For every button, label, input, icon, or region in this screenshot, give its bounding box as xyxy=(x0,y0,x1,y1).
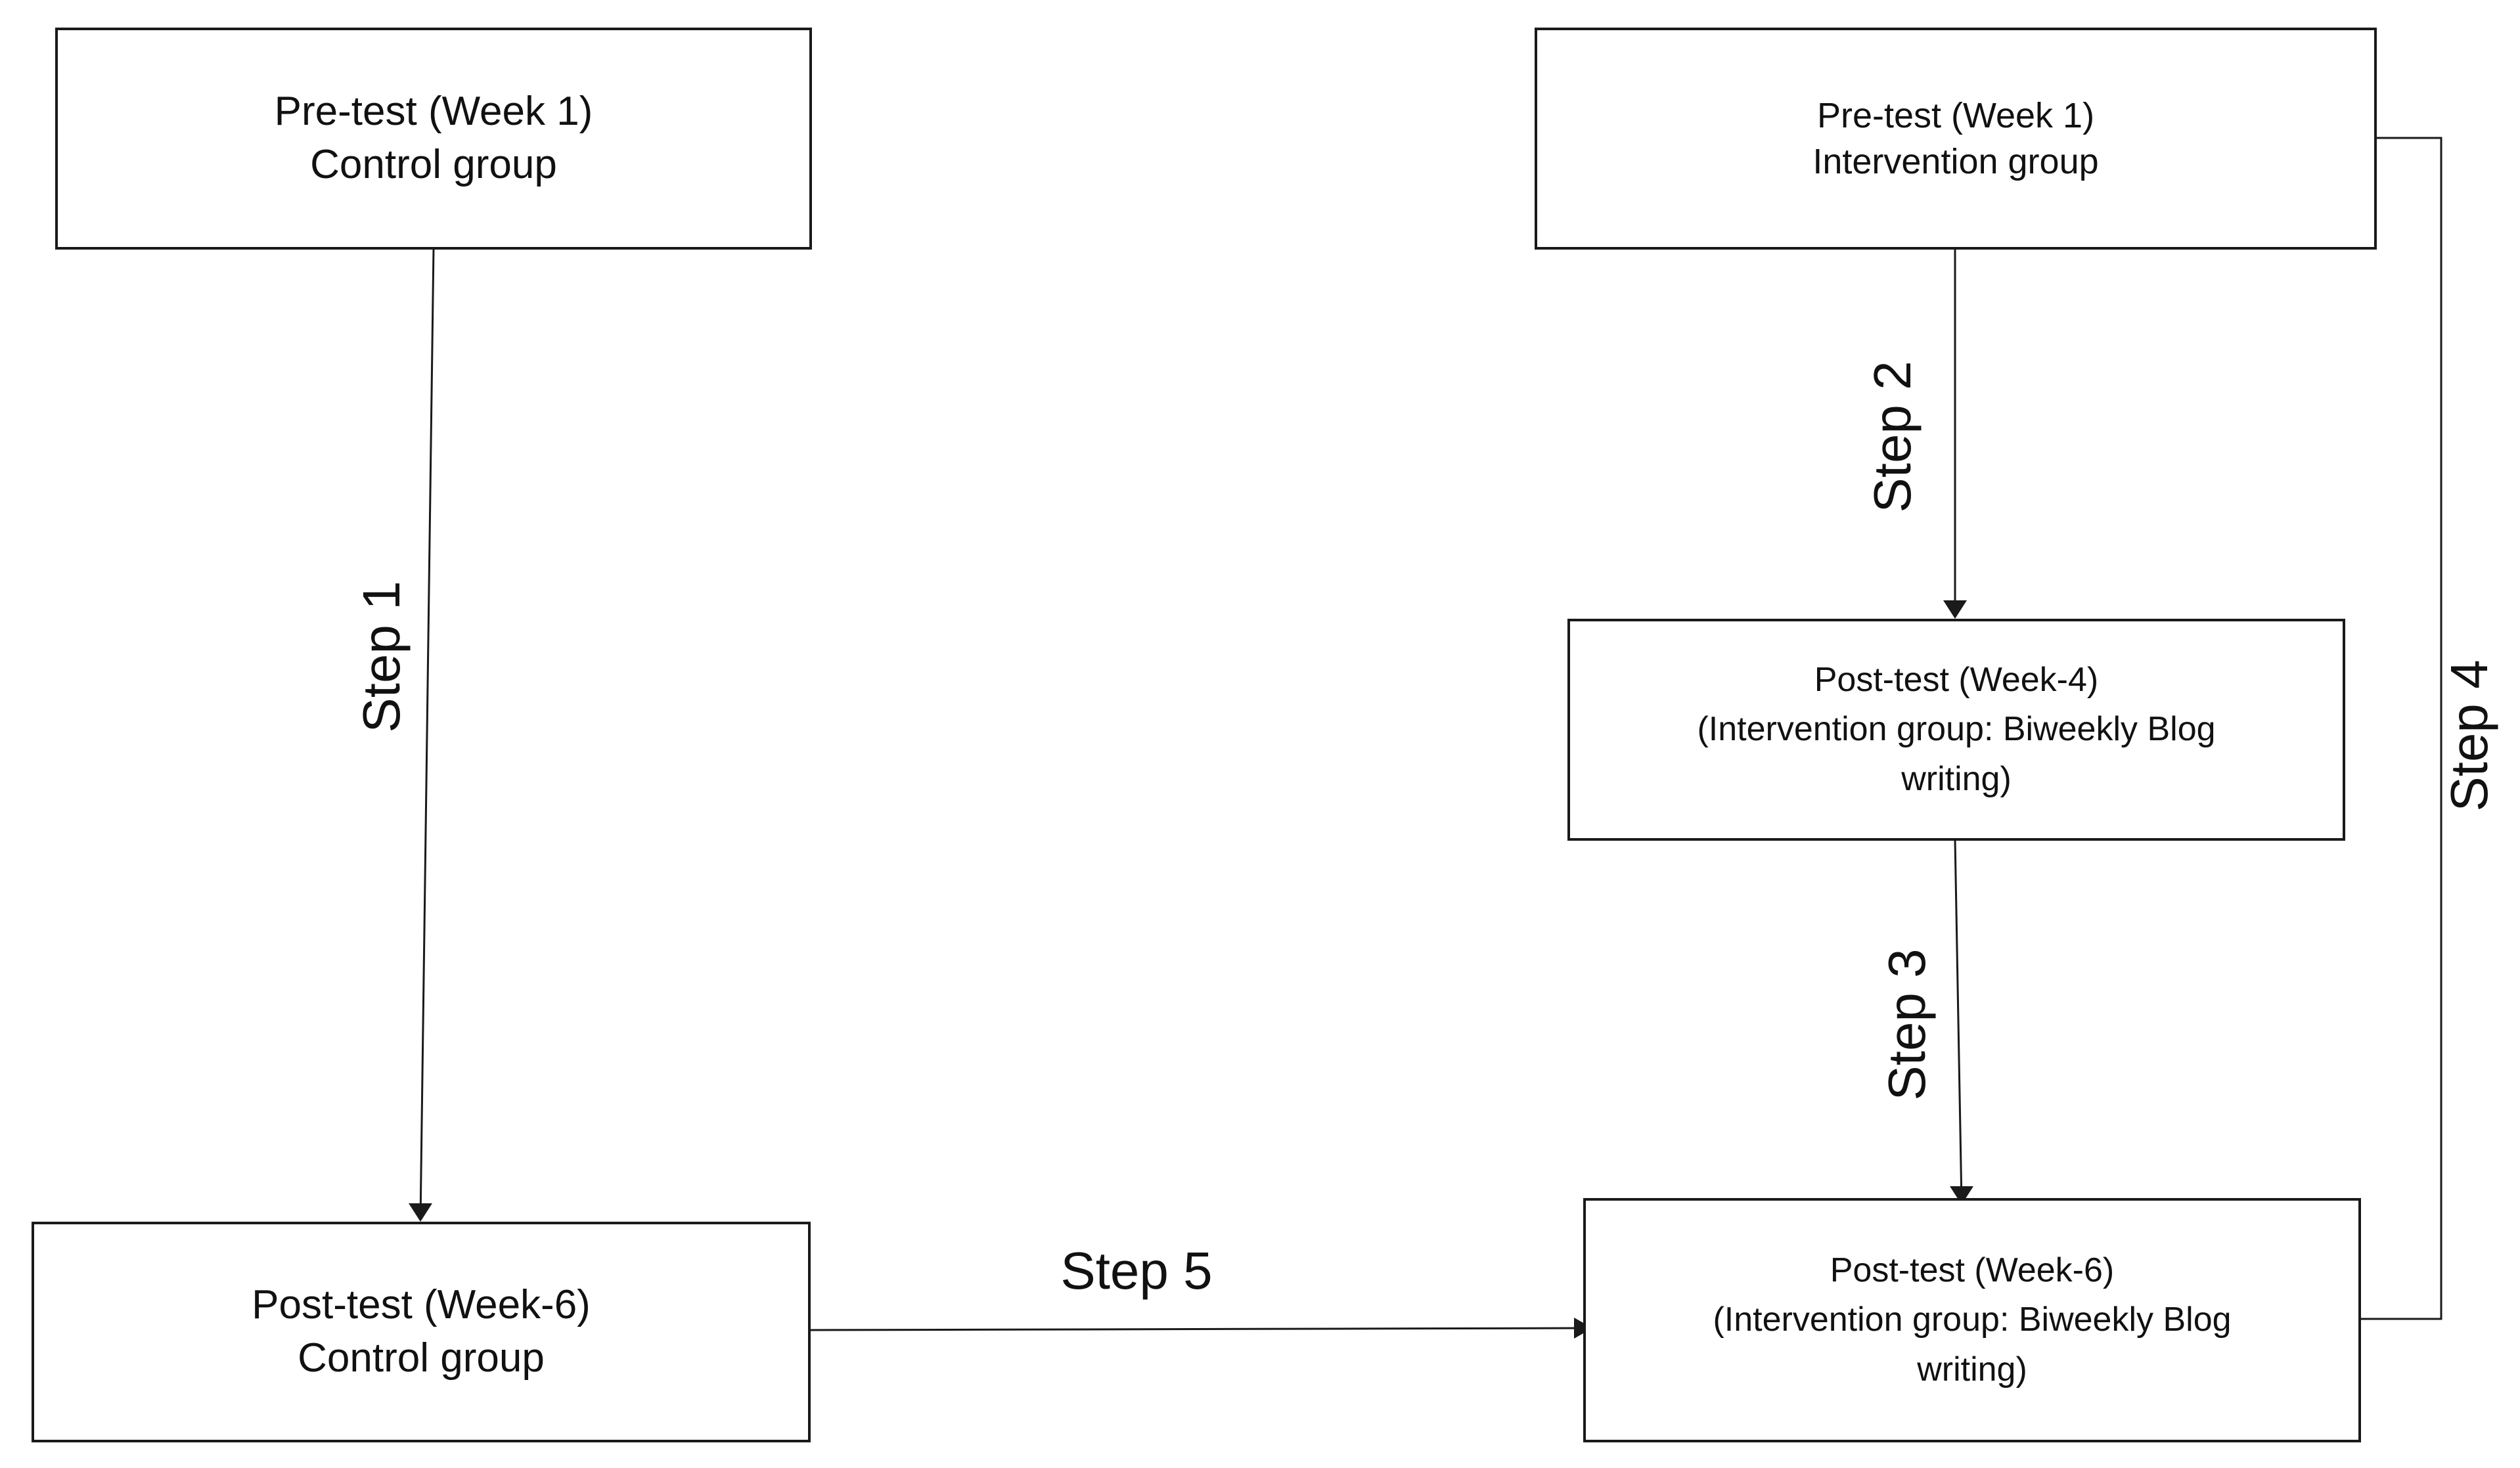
intervention-posttest-week4-activity: writing) xyxy=(1901,759,2012,798)
intervention-posttest-week6-activity: writing) xyxy=(1917,1350,2027,1389)
control-posttest-week6-group: Control group xyxy=(298,1335,545,1381)
arrowhead-step2 xyxy=(1943,600,1967,619)
step4-label: Step 4 xyxy=(2440,659,2498,811)
intervention-pretest-title: Pre-test (Week 1) xyxy=(1816,95,2095,135)
connector-step4 xyxy=(2360,137,2442,1320)
control-pretest-group: Control group xyxy=(310,142,557,187)
control-posttest-week6-box: Post-test (Week-6) Control group xyxy=(32,1222,811,1442)
intervention-posttest-week6-group: (Intervention group: Biweekly Blog xyxy=(1713,1301,2232,1339)
intervention-posttest-week4-group: (Intervention group: Biweekly Blog xyxy=(1697,710,2216,749)
step1-label: Step 1 xyxy=(352,581,411,732)
intervention-posttest-week6-box: Post-test (Week-6) (Intervention group: … xyxy=(1583,1198,2361,1442)
control-posttest-week6-title: Post-test (Week-6) xyxy=(252,1282,591,1328)
arrow-step1 xyxy=(419,248,435,1221)
intervention-posttest-week6-title: Post-test (Week-6) xyxy=(1830,1251,2115,1289)
control-pretest-box: Pre-test (Week 1) Control group xyxy=(55,28,812,250)
intervention-pretest-box: Pre-test (Week 1) Intervention group xyxy=(1535,28,2377,250)
intervention-posttest-week4-title: Post-test (Week-4) xyxy=(1814,660,2099,699)
intervention-pretest-group: Intervention group xyxy=(1812,142,2099,181)
arrowhead-step1 xyxy=(409,1203,432,1222)
intervention-posttest-week4-box: Post-test (Week-4) (Intervention group: … xyxy=(1567,619,2345,841)
control-pretest-title: Pre-test (Week 1) xyxy=(274,89,593,135)
step5-label: Step 5 xyxy=(1060,1241,1212,1300)
step2-label: Step 2 xyxy=(1863,361,1922,512)
arrowhead-step3 xyxy=(1950,1186,1973,1205)
arrow-step3 xyxy=(1954,839,1963,1204)
arrow-step5 xyxy=(809,1327,1590,1331)
step3-label: Step 3 xyxy=(1878,948,1936,1100)
